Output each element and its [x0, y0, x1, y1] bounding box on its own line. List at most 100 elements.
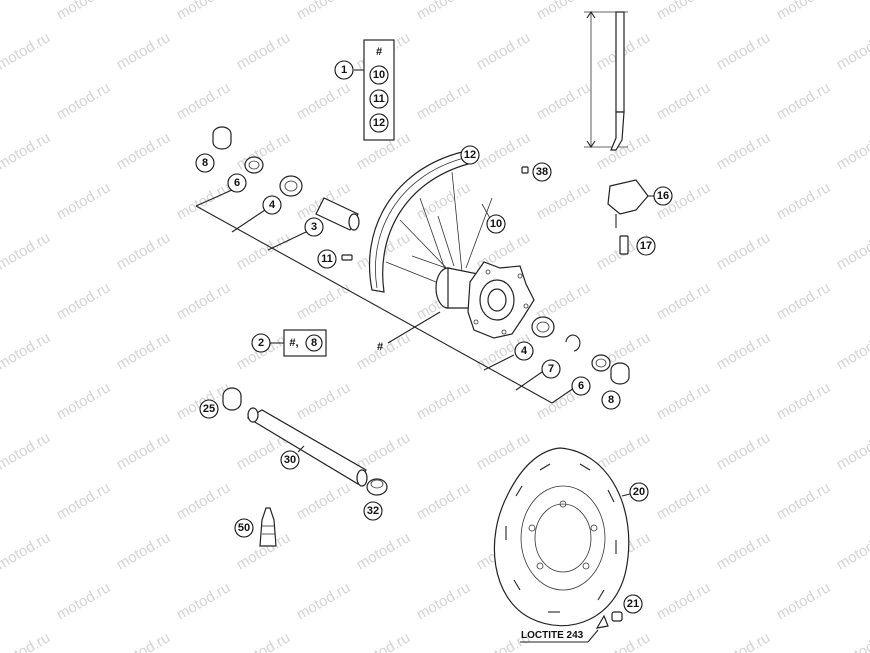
svg-text:17: 17: [640, 240, 652, 252]
spoke-length-gauge: [584, 11, 628, 151]
callout-8-right: 8: [601, 390, 621, 410]
watermark-text: motod.ru: [0, 429, 53, 473]
watermark-text: motod.ru: [174, 579, 234, 623]
callout-32: 32: [363, 501, 383, 521]
callout-6-right: 6: [571, 376, 591, 396]
callout-21: 21: [623, 594, 643, 614]
watermark-text: motod.ru: [54, 79, 114, 123]
callout-6-left: 6: [227, 173, 247, 193]
svg-text:21: 21: [627, 598, 639, 610]
svg-text:11: 11: [321, 253, 333, 265]
watermark-text: motod.ru: [114, 129, 174, 173]
watermark-text: motod.ru: [714, 629, 774, 653]
svg-text:10: 10: [373, 69, 385, 81]
callout-20: 20: [629, 482, 649, 502]
watermark-text: motod.ru: [54, 179, 114, 223]
front-axle-30: [246, 407, 368, 487]
watermark-text: motod.ru: [0, 129, 53, 173]
watermark-text: motod.ru: [714, 329, 774, 373]
callout-30: 30: [280, 450, 300, 470]
callout-4-left: 4: [262, 195, 282, 215]
watermark-text: motod.ru: [294, 479, 354, 523]
watermark-text: motod.ru: [474, 429, 534, 473]
watermark-text: motod.ru: [594, 129, 654, 173]
svg-text:4: 4: [521, 345, 528, 357]
axle-nut-32: [366, 478, 388, 496]
svg-text:8: 8: [608, 394, 614, 406]
svg-text:50: 50: [238, 522, 250, 534]
callout-16: 16: [653, 186, 673, 206]
watermark-text: motod.ru: [174, 0, 234, 23]
watermark-text: motod.ru: [414, 79, 474, 123]
watermark-text: motod.ru: [654, 379, 714, 423]
callout-50: 50: [234, 518, 254, 538]
callout-11: 11: [317, 249, 337, 269]
watermark-text: motod.ru: [714, 29, 774, 73]
kit-1-item-12: 12: [369, 113, 389, 133]
svg-text:12: 12: [464, 149, 476, 161]
svg-text:4: 4: [269, 199, 276, 211]
watermark-text: motod.ru: [294, 279, 354, 323]
svg-text:30: 30: [284, 454, 296, 466]
watermark-text: motod.ru: [474, 29, 534, 73]
watermark-text: motod.ru: [294, 0, 354, 23]
callout-3: 3: [304, 217, 324, 237]
watermark-text: motod.ru: [354, 329, 414, 373]
watermark-text: motod.ru: [714, 529, 774, 573]
valve-cap-38: [521, 166, 529, 174]
watermark-text: motod.ru: [414, 479, 474, 523]
watermark-text: motod.ru: [54, 379, 114, 423]
svg-text:7: 7: [548, 363, 554, 375]
watermark-text: motod.ru: [594, 429, 654, 473]
kit-1-hash: #: [376, 46, 382, 58]
watermark-text: motod.ru: [774, 0, 834, 23]
callout-12: 12: [460, 145, 480, 165]
wheel-rim-12: [368, 151, 469, 293]
watermark-text: motod.ru: [714, 129, 774, 173]
watermark-text: motod.ru: [174, 479, 234, 523]
hub-spacer-3: [315, 197, 360, 231]
watermark-text: motod.ru: [174, 279, 234, 323]
callout-8-left: 8: [195, 153, 215, 173]
watermark-text: motod.ru: [834, 229, 870, 273]
left-spacer-8: [212, 126, 232, 150]
svg-text:20: 20: [633, 486, 645, 498]
watermark-text: motod.ru: [0, 229, 53, 273]
watermark-text: motod.ru: [714, 429, 774, 473]
watermark-text: motod.ru: [174, 79, 234, 123]
watermark-text: motod.ru: [834, 129, 870, 173]
watermark-text: motod.ru: [234, 229, 294, 273]
watermark-text: motod.ru: [354, 629, 414, 653]
watermark-text: motod.ru: [774, 79, 834, 123]
watermark-text: motod.ru: [774, 479, 834, 523]
kit-1-item-10: 10: [369, 65, 389, 85]
svg-text:12: 12: [373, 117, 385, 129]
left-seal-6: [244, 156, 264, 174]
grease-tube-50: [259, 507, 277, 547]
svg-text:10: 10: [490, 218, 502, 230]
watermark-text: motod.ru: [714, 229, 774, 273]
brake-disc-20: [493, 447, 630, 627]
watermark-text: motod.ru: [54, 279, 114, 323]
watermark-text: motod.ru: [0, 329, 53, 373]
watermark-text: motod.ru: [834, 429, 870, 473]
callout-10: 10: [486, 214, 506, 234]
watermark-text: motod.ru: [294, 579, 354, 623]
hub-hash-label: #: [377, 341, 383, 353]
watermark-text: motod.ru: [294, 79, 354, 123]
callout-7: 7: [541, 359, 561, 379]
callout-4-right: 4: [514, 341, 534, 361]
watermark-text: motod.ru: [114, 229, 174, 273]
watermark-text: motod.ru: [0, 629, 53, 653]
watermark-text: motod.ru: [834, 529, 870, 573]
watermark-text: motod.ru: [0, 29, 53, 73]
svg-text:1: 1: [341, 64, 347, 76]
svg-text:8: 8: [202, 157, 208, 169]
watermark-text: motod.ru: [654, 279, 714, 323]
watermark-text: motod.ru: [114, 529, 174, 573]
watermark-text: motod.ru: [114, 629, 174, 653]
watermark-text: motod.ru: [294, 379, 354, 423]
watermark-text: motod.ru: [774, 179, 834, 223]
wheel-hub: [435, 261, 535, 339]
